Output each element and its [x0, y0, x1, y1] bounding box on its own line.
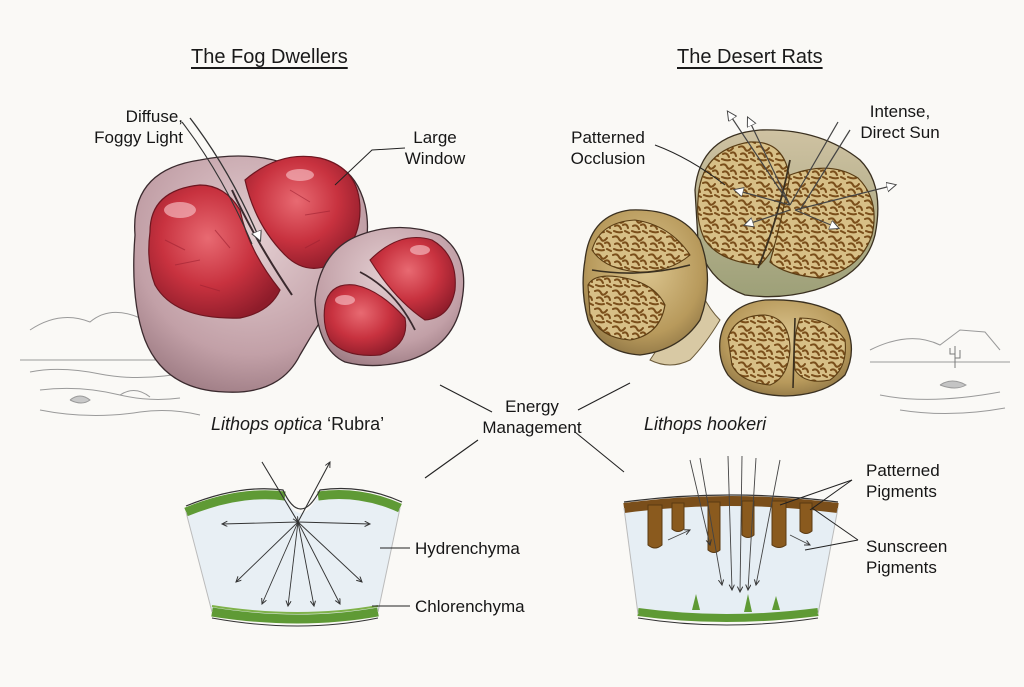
- right-species-name: Lithops hookeri: [644, 414, 766, 435]
- occlusion-line1: Patterned: [571, 128, 645, 147]
- energy-line2: Management: [482, 418, 582, 437]
- patterned-pigments-label: Patterned Pigments: [866, 460, 940, 502]
- sunscreen-pigments-label: Sunscreen Pigments: [866, 536, 947, 578]
- large-window-leader: [334, 147, 406, 186]
- right-species-italic: Lithops hookeri: [644, 414, 767, 434]
- left-species-italic: Lithops optica: [211, 414, 323, 434]
- hookeri-cross-section: [623, 455, 859, 626]
- right-landscape-sketch: [869, 329, 1010, 415]
- direct-sun-line2: Direct Sun: [860, 123, 940, 142]
- hydrenchyma-label: Hydrenchyma: [415, 539, 520, 558]
- energy-management-connectors: [424, 382, 631, 479]
- chlorenchyma-label: Chlorenchyma: [415, 597, 525, 616]
- energy-line1: Energy: [505, 397, 559, 416]
- left-panel-title: The Fog Dwellers: [191, 46, 348, 68]
- lithops-optica-plant: [133, 155, 465, 393]
- diffuse-light-label: Diffuse, Foggy Light: [70, 106, 183, 148]
- patterned-pigments-line1: Patterned: [866, 461, 940, 480]
- sunscreen-pigments-line1: Sunscreen: [866, 537, 948, 556]
- left-species-cultivar: ‘Rubra’: [327, 414, 385, 434]
- patterned-occlusion-leader: [654, 144, 726, 186]
- right-panel-title: The Desert Rats: [677, 46, 823, 68]
- sunscreen-pigments-line2: Pigments: [866, 558, 937, 577]
- diffuse-light-line2: Foggy Light: [94, 128, 183, 147]
- patterned-pigments-line2: Pigments: [866, 482, 937, 501]
- large-window-line2: Window: [404, 149, 466, 168]
- diffuse-light-arrow: [189, 117, 260, 240]
- optica-cross-section: [184, 462, 410, 627]
- patterned-occlusion-label: Patterned Occlusion: [560, 127, 656, 169]
- large-window-line1: Large: [413, 128, 457, 147]
- diffuse-light-line1: Diffuse,: [125, 107, 183, 126]
- left-species-name: Lithops optica ‘Rubra’: [211, 414, 384, 435]
- lithops-hookeri-plant: [582, 129, 879, 397]
- direct-sun-label: Intense, Direct Sun: [850, 101, 950, 143]
- direct-sun-arrows: [728, 112, 895, 228]
- energy-management-label: Energy Management: [467, 396, 597, 438]
- occlusion-line2: Occlusion: [570, 149, 646, 168]
- large-window-label: Large Window: [395, 127, 475, 169]
- direct-sun-line1: Intense,: [869, 102, 931, 121]
